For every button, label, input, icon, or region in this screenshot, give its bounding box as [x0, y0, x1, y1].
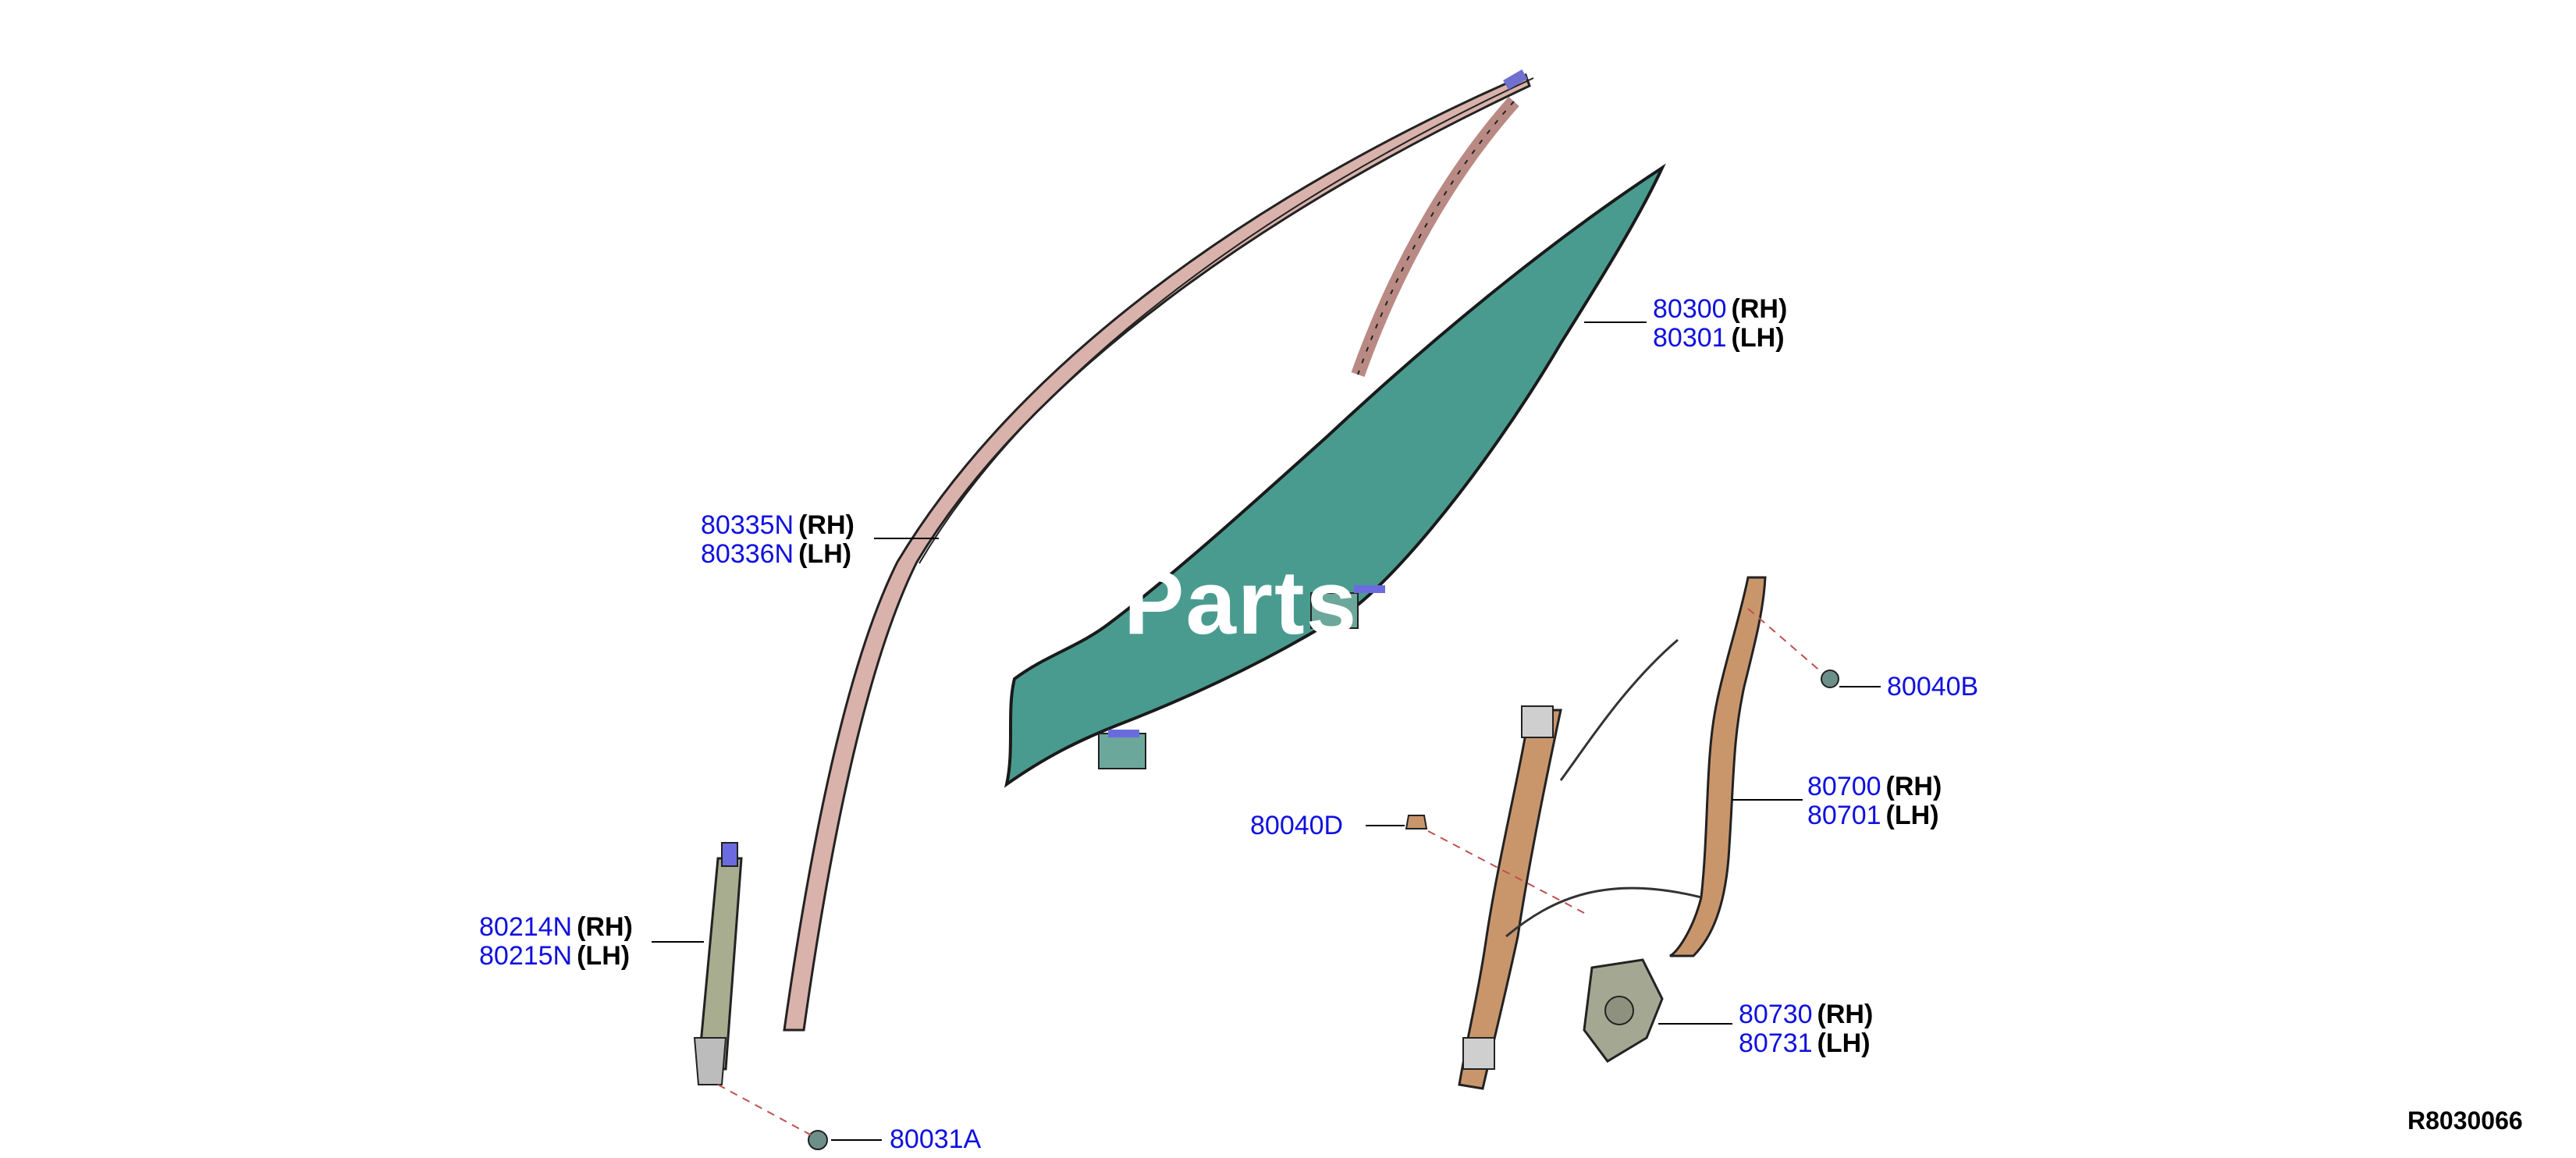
part-number-glass-lh[interactable]: 80301: [1653, 323, 1727, 353]
side-rh: (RH): [798, 510, 855, 540]
side-rh: (RH): [577, 912, 633, 942]
front-sash-channel[interactable]: [783, 69, 1534, 1032]
part-number-motor-rh[interactable]: 80730: [1739, 1000, 1813, 1029]
part-number-motor-lh[interactable]: 80731: [1739, 1028, 1813, 1058]
part-number-glass-rh[interactable]: 80300: [1653, 294, 1727, 324]
callout-guide: 80214N(RH) 80215N(LH): [479, 913, 633, 971]
part-number-bolt-d[interactable]: 80040D: [1250, 811, 1344, 840]
bolt-80040d[interactable]: [1405, 815, 1428, 829]
part-number-regulator-rh[interactable]: 80700: [1807, 772, 1881, 801]
callout-bolt-d: 80040D: [1250, 812, 1343, 840]
regulator-motor[interactable]: [1583, 958, 1664, 1063]
callout-sash: 80335N(RH) 80336N(LH): [701, 511, 855, 569]
part-number-sash-rh[interactable]: 80335N: [701, 510, 794, 540]
part-number-guide-rh[interactable]: 80214N: [479, 912, 573, 942]
door-glass[interactable]: [1004, 163, 1666, 788]
window-regulator[interactable]: [1458, 576, 1767, 1090]
callout-regulator: 80700(RH) 80701(LH): [1807, 773, 1942, 830]
part-number-sash-lh[interactable]: 80336N: [701, 539, 794, 569]
side-rh: (RH): [1731, 294, 1788, 324]
side-lh: (LH): [798, 539, 852, 569]
side-lh: (LH): [1885, 801, 1939, 830]
part-number-grommet[interactable]: 80031A: [890, 1124, 982, 1154]
side-rh: (RH): [1817, 1000, 1874, 1029]
callout-motor: 80730(RH) 80731(LH): [1739, 1000, 1873, 1058]
part-number-nut-b[interactable]: 80040B: [1887, 672, 1979, 702]
part-number-guide-lh[interactable]: 80215N: [479, 941, 573, 971]
callout-glass: 80300(RH) 80301(LH): [1653, 295, 1787, 353]
side-lh: (LH): [1817, 1028, 1871, 1058]
dashed-leaders: [717, 608, 1823, 1136]
side-rh: (RH): [1885, 772, 1942, 801]
nut-80040b[interactable]: [1821, 670, 1839, 688]
rear-guide[interactable]: [693, 842, 743, 1085]
callout-grommet: 80031A: [890, 1125, 981, 1154]
watermark-text: Parts: [1124, 552, 1359, 653]
side-lh: (LH): [577, 941, 631, 971]
callout-nut-b: 80040B: [1887, 673, 1978, 702]
reference-code: R8030066: [2407, 1106, 2523, 1135]
part-number-regulator-lh[interactable]: 80701: [1807, 801, 1881, 830]
leader-lines: [652, 321, 1881, 1141]
grommet-80031a[interactable]: [808, 1130, 828, 1150]
side-lh: (LH): [1731, 323, 1785, 353]
